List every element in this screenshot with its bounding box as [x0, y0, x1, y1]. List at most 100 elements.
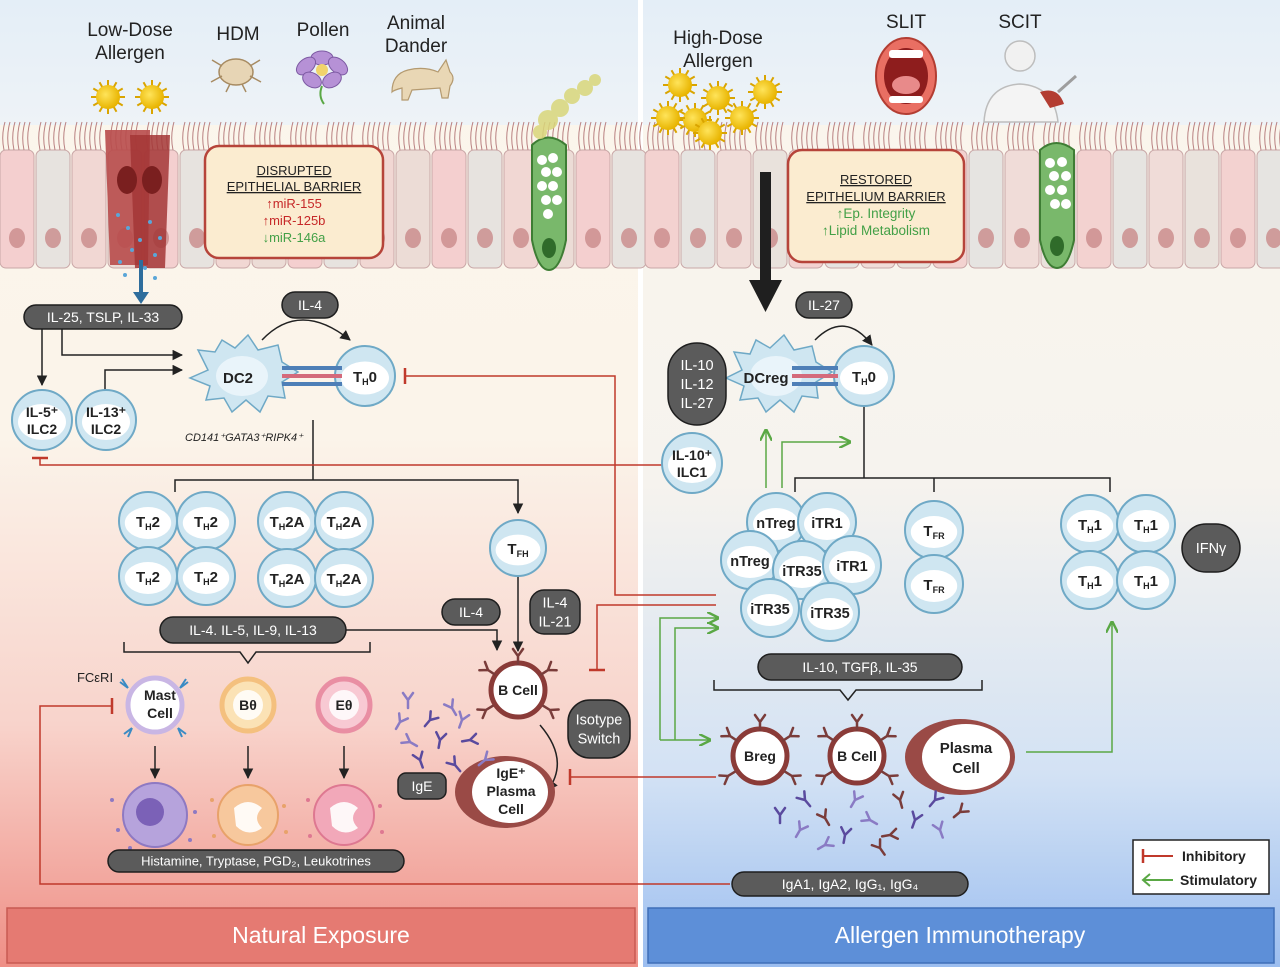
degranulating-mast-cell [110, 782, 197, 850]
pill-mediators: Histamine, Tryptase, PGD₂, Leukotrines [107, 849, 405, 873]
th1-cell-2-label: TH1 [1078, 573, 1102, 591]
treg-cell-6: iTR35 [800, 582, 860, 642]
th2a-cell-3-label: TH2A [327, 571, 362, 589]
immunotherapy-label: Allergen Immunotherapy [835, 922, 1086, 948]
il5-ilc2-cell: IL-5⁺ILC2 [11, 389, 73, 451]
stimulatory-lines [659, 430, 1112, 753]
low-dose-label-2: Allergen [95, 43, 165, 64]
tfh-cell: TFH [489, 519, 547, 577]
treg-cell-5: iTR35 [740, 578, 800, 638]
il13-ilc2-cell-label-2: ILC2 [91, 421, 122, 437]
th2a-cell-2: TH2A [257, 548, 317, 608]
dcreg-label: DCreg [743, 370, 788, 387]
disrupted-title-1: DISRUPTED [256, 163, 331, 178]
antibody-glyphs [394, 647, 970, 856]
pill-il25-tslp-il33-text: IL-25, TSLP, IL-33 [47, 309, 160, 325]
treg-cell-2: nTreg [720, 530, 780, 590]
panel-divider [638, 0, 643, 967]
il10-ilc1-cell-label-2: ILC1 [677, 464, 708, 480]
breg-label: Breg [744, 748, 776, 764]
immunotherapy-footer [647, 907, 1275, 964]
treg-cell-6-label: iTR35 [810, 606, 850, 622]
pill-il4-top-text: IL-4 [298, 297, 322, 313]
goblet-cell-right [1039, 142, 1075, 270]
th2-cell-0-label: TH2 [136, 514, 160, 532]
th2-cell-3-label: TH2 [194, 569, 218, 587]
dc2-label: DC2 [223, 370, 253, 387]
pill-il4-mid: IL-4 [441, 598, 501, 626]
th2a-cell-1: TH2A [314, 491, 374, 551]
treg-cell-1-label: iTR1 [811, 516, 842, 532]
right-bcell-label: B Cell [837, 748, 877, 764]
pill-treg-cytokines: IL-10, TGFβ, IL-35 [757, 653, 963, 681]
low-dose-label-1: Low-Dose [87, 20, 173, 41]
inhibitory-lines [32, 368, 730, 885]
high-dose-label-1: High-Dose [673, 28, 763, 49]
il10-ilc1-cell-label-1: IL-10⁺ [672, 447, 712, 463]
ige-plasma-1: IgE⁺ [496, 765, 525, 781]
eosinophil-label: Eθ [336, 697, 353, 713]
eosinophil-core [329, 690, 359, 720]
goblet-cell-left [531, 74, 601, 272]
th1-cell-3-label: TH1 [1134, 573, 1158, 591]
pill-il4-mid-text: IL-4 [459, 604, 483, 620]
treg-cell-0-label: nTreg [756, 516, 795, 532]
th1-cell-0: TH1 [1060, 494, 1120, 554]
dc2-dendritic-cell [188, 333, 300, 414]
ige-plasma-3: Cell [498, 801, 524, 817]
pill-il4-il21-text-0: IL-4 [543, 596, 568, 612]
plasma-label-2: Cell [952, 760, 980, 777]
pill-antibodies: IgA1, IgA2, IgG₁, IgG₄ [731, 871, 969, 897]
treg-cell-3-label: iTR35 [782, 564, 822, 580]
dander-label-2: Dander [385, 36, 448, 57]
treg-cell-2-label: nTreg [730, 554, 769, 570]
hdm-label: HDM [216, 24, 259, 45]
mast-cell [119, 675, 189, 738]
slit-label: SLIT [886, 12, 927, 33]
synapse-right [792, 366, 838, 386]
cat-dander-icon [391, 58, 454, 101]
basophil-label: Bθ [239, 697, 257, 713]
th1-cell-1-label: TH1 [1134, 517, 1158, 535]
ep-integrity: ↑Ep. Integrity [837, 206, 916, 221]
slit-mouth-icon [875, 37, 937, 115]
natural-exposure-footer [6, 907, 636, 964]
th2a-cell-0: TH2A [257, 491, 317, 551]
treg-cell-4: iTR1 [822, 535, 882, 595]
pill-antibodies-text: IgA1, IgA2, IgG₁, IgG₄ [782, 876, 919, 892]
restored-barrier-box [786, 148, 966, 264]
il13-ilc2-cell-label-1: IL-13⁺ [86, 404, 126, 420]
pill-isotype-switch-text-1: Switch [578, 732, 621, 748]
pill-th2-cytokines-text: IL-4. IL-5, IL-9, IL-13 [189, 622, 317, 638]
pill-mediators-text: Histamine, Tryptase, PGD₂, Leukotrines [141, 854, 371, 869]
th2-cell-2-label: TH2 [136, 569, 160, 587]
pill-ifng-text-0: IFNγ [1196, 541, 1227, 557]
right-th0-cell: TH0 [833, 345, 895, 407]
high-dose-label-2: Allergen [683, 51, 753, 72]
mir125b: ↑miR-125b [263, 213, 326, 228]
th2a-cell-3: TH2A [314, 548, 374, 608]
th1-cell-2: TH1 [1060, 550, 1120, 610]
pill-dc-cytokines-text-0: IL-10 [680, 358, 713, 374]
th2-cell-1: TH2 [176, 491, 236, 551]
pill-treg-cytokines-text: IL-10, TGFβ, IL-35 [802, 659, 917, 675]
pill-isotype-switch-text-0: Isotype [576, 713, 623, 729]
degranulating-basophil [210, 784, 288, 846]
low-dose-allergen-particles [91, 80, 169, 114]
disrupted-epithelial-cells [105, 130, 170, 280]
pill-dc-cytokines-text-1: IL-12 [680, 377, 713, 393]
natural-exposure-label: Natural Exposure [232, 922, 410, 948]
scit-injection-icon [983, 40, 1077, 123]
dcreg-dendritic-cell [724, 333, 834, 414]
pill-il27-text: IL-27 [808, 297, 840, 313]
th1-cell-0-label: TH1 [1078, 517, 1102, 535]
il10-ilc1-cell: IL-10⁺ILC1 [661, 432, 723, 494]
th2a-cell-2-label: TH2A [270, 571, 305, 589]
th1-cell-3: TH1 [1116, 550, 1176, 610]
th2-cell-3: TH2 [176, 546, 236, 606]
pill-il4-il21: IL-4IL-21 [529, 589, 581, 635]
ige-plasma-2: Plasma [486, 783, 535, 799]
